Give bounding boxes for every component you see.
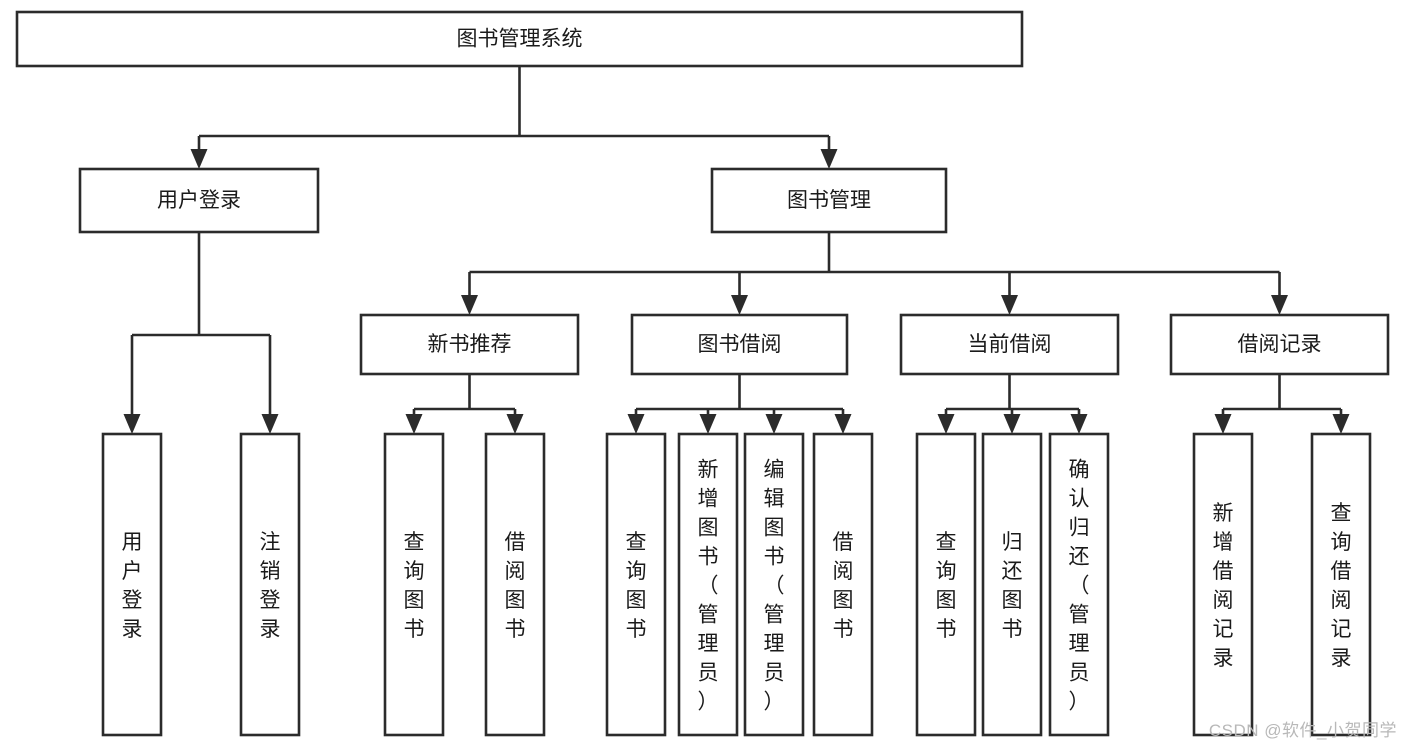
leaf-node-label: 借阅图书	[505, 531, 526, 641]
leaf-node-label: 编辑图书（管理员）	[764, 459, 785, 714]
arrow-head-icon	[506, 414, 524, 434]
leaf-node-box[interactable]	[981, 432, 1043, 737]
arrow-head-icon	[190, 149, 208, 169]
leaf-node-label: 新增图书（管理员）	[698, 459, 719, 714]
arrow-head-icon	[1271, 295, 1288, 315]
leaf-node-4[interactable]: 查询图书	[605, 432, 667, 737]
leaf-node-box[interactable]	[239, 432, 301, 737]
arrow-head-icon	[123, 414, 141, 434]
leaf-node-label: 用户登录	[122, 531, 143, 641]
leaf-node-box[interactable]	[812, 432, 874, 737]
leaf-node-box[interactable]	[743, 432, 805, 737]
arrow-head-icon	[261, 414, 279, 434]
level3-node-box[interactable]	[899, 313, 1120, 376]
arrow-head-icon	[1332, 414, 1350, 434]
level2-node-label: 图书管理	[787, 189, 871, 212]
leaf-node-2[interactable]: 查询图书	[383, 432, 445, 737]
level3-node-box[interactable]	[1169, 313, 1390, 376]
arrow-head-icon	[461, 295, 478, 315]
level3-node-label: 图书借阅	[698, 333, 782, 356]
arrow-head-icon	[937, 414, 955, 434]
leaf-node-9[interactable]: 归还图书	[981, 432, 1043, 737]
leaf-node-11[interactable]: 新增借阅记录	[1192, 432, 1254, 737]
leaf-node-box[interactable]	[605, 432, 667, 737]
level3-node-label: 新书推荐	[428, 333, 512, 356]
leaf-node-8[interactable]: 查询图书	[915, 432, 977, 737]
leaf-node-label: 注销登录	[260, 531, 281, 641]
arrow-head-icon	[834, 414, 852, 434]
arrow-head-icon	[1070, 414, 1088, 434]
arrow-head-icon	[699, 414, 717, 434]
arrow-head-icon	[1001, 295, 1018, 315]
level3-node-3[interactable]: 借阅记录	[1169, 313, 1390, 376]
leaf-node-label: 查询图书	[936, 531, 957, 641]
leaf-node-box[interactable]	[383, 432, 445, 737]
leaf-node-box[interactable]	[1310, 432, 1372, 737]
leaf-node-label: 确认归还（管理员）	[1069, 459, 1090, 714]
leaf-node-0[interactable]: 用户登录	[101, 432, 163, 737]
arrow-head-icon	[820, 149, 838, 169]
level3-node-box[interactable]	[359, 313, 580, 376]
leaf-node-12[interactable]: 查询借阅记录	[1310, 432, 1372, 737]
leaf-node-box[interactable]	[484, 432, 546, 737]
level2-node-label: 用户登录	[157, 189, 241, 212]
leaf-node-6[interactable]: 编辑图书（管理员）	[743, 432, 805, 737]
root-node-0[interactable]: 图书管理系统	[15, 10, 1024, 68]
arrow-head-icon	[1214, 414, 1232, 434]
leaf-node-7[interactable]: 借阅图书	[812, 432, 874, 737]
level3-node-2[interactable]: 当前借阅	[899, 313, 1120, 376]
level2-node-0[interactable]: 用户登录	[78, 167, 320, 234]
leaf-node-label: 新增借阅记录	[1213, 502, 1234, 670]
leaf-node-label: 借阅图书	[833, 531, 854, 641]
leaf-node-box[interactable]	[1192, 432, 1254, 737]
level2-node-1[interactable]: 图书管理	[710, 167, 948, 234]
arrow-head-icon	[731, 295, 748, 315]
arrow-head-icon	[627, 414, 645, 434]
leaf-node-box[interactable]	[101, 432, 163, 737]
leaf-node-box[interactable]	[1048, 432, 1110, 737]
leaf-node-label: 查询借阅记录	[1331, 502, 1352, 670]
level2-node-box[interactable]	[710, 167, 948, 234]
connectors-layer	[123, 66, 1350, 434]
root-node-box[interactable]	[15, 10, 1024, 68]
leaf-node-10[interactable]: 确认归还（管理员）	[1048, 432, 1110, 737]
leaf-node-label: 查询图书	[404, 531, 425, 641]
leaf-node-5[interactable]: 新增图书（管理员）	[677, 432, 739, 737]
root-node-label: 图书管理系统	[457, 28, 583, 51]
leaf-node-box[interactable]	[677, 432, 739, 737]
leaf-node-label: 查询图书	[626, 531, 647, 641]
level2-node-box[interactable]	[78, 167, 320, 234]
leaf-node-label: 归还图书	[1002, 531, 1023, 641]
level3-node-label: 当前借阅	[968, 333, 1052, 356]
leaf-node-3[interactable]: 借阅图书	[484, 432, 546, 737]
level3-node-1[interactable]: 图书借阅	[630, 313, 849, 376]
arrow-head-icon	[405, 414, 423, 434]
level3-node-0[interactable]: 新书推荐	[359, 313, 580, 376]
level3-node-label: 借阅记录	[1238, 333, 1322, 356]
level3-node-box[interactable]	[630, 313, 849, 376]
arrow-head-icon	[765, 414, 783, 434]
leaf-node-1[interactable]: 注销登录	[239, 432, 301, 737]
nodes-layer: 图书管理系统用户登录图书管理新书推荐图书借阅当前借阅借阅记录用户登录注销登录查询…	[15, 10, 1390, 737]
arrow-head-icon	[1003, 414, 1021, 434]
leaf-node-box[interactable]	[915, 432, 977, 737]
